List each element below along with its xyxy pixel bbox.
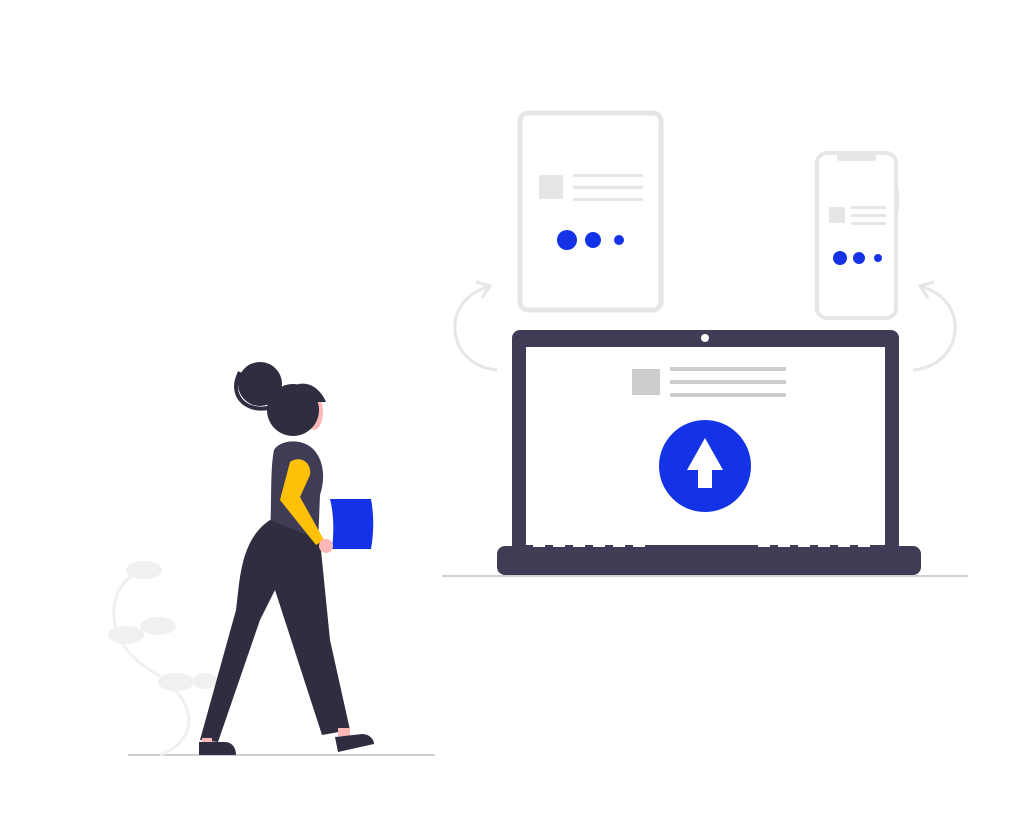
keyboard-keys: [533, 544, 870, 547]
upload-arrow-icon: [687, 438, 723, 488]
phone: [815, 151, 899, 320]
sync-arrow-left-icon: [453, 280, 498, 372]
laptop: [497, 330, 921, 575]
tablet: [517, 110, 664, 313]
laptop-base: [497, 546, 921, 575]
sync-arrow-right-icon: [912, 280, 957, 372]
plant: [108, 561, 217, 757]
person: [199, 362, 374, 755]
book: [330, 499, 374, 549]
laptop-camera: [701, 334, 709, 342]
tablet-image-placeholder: [539, 175, 563, 199]
